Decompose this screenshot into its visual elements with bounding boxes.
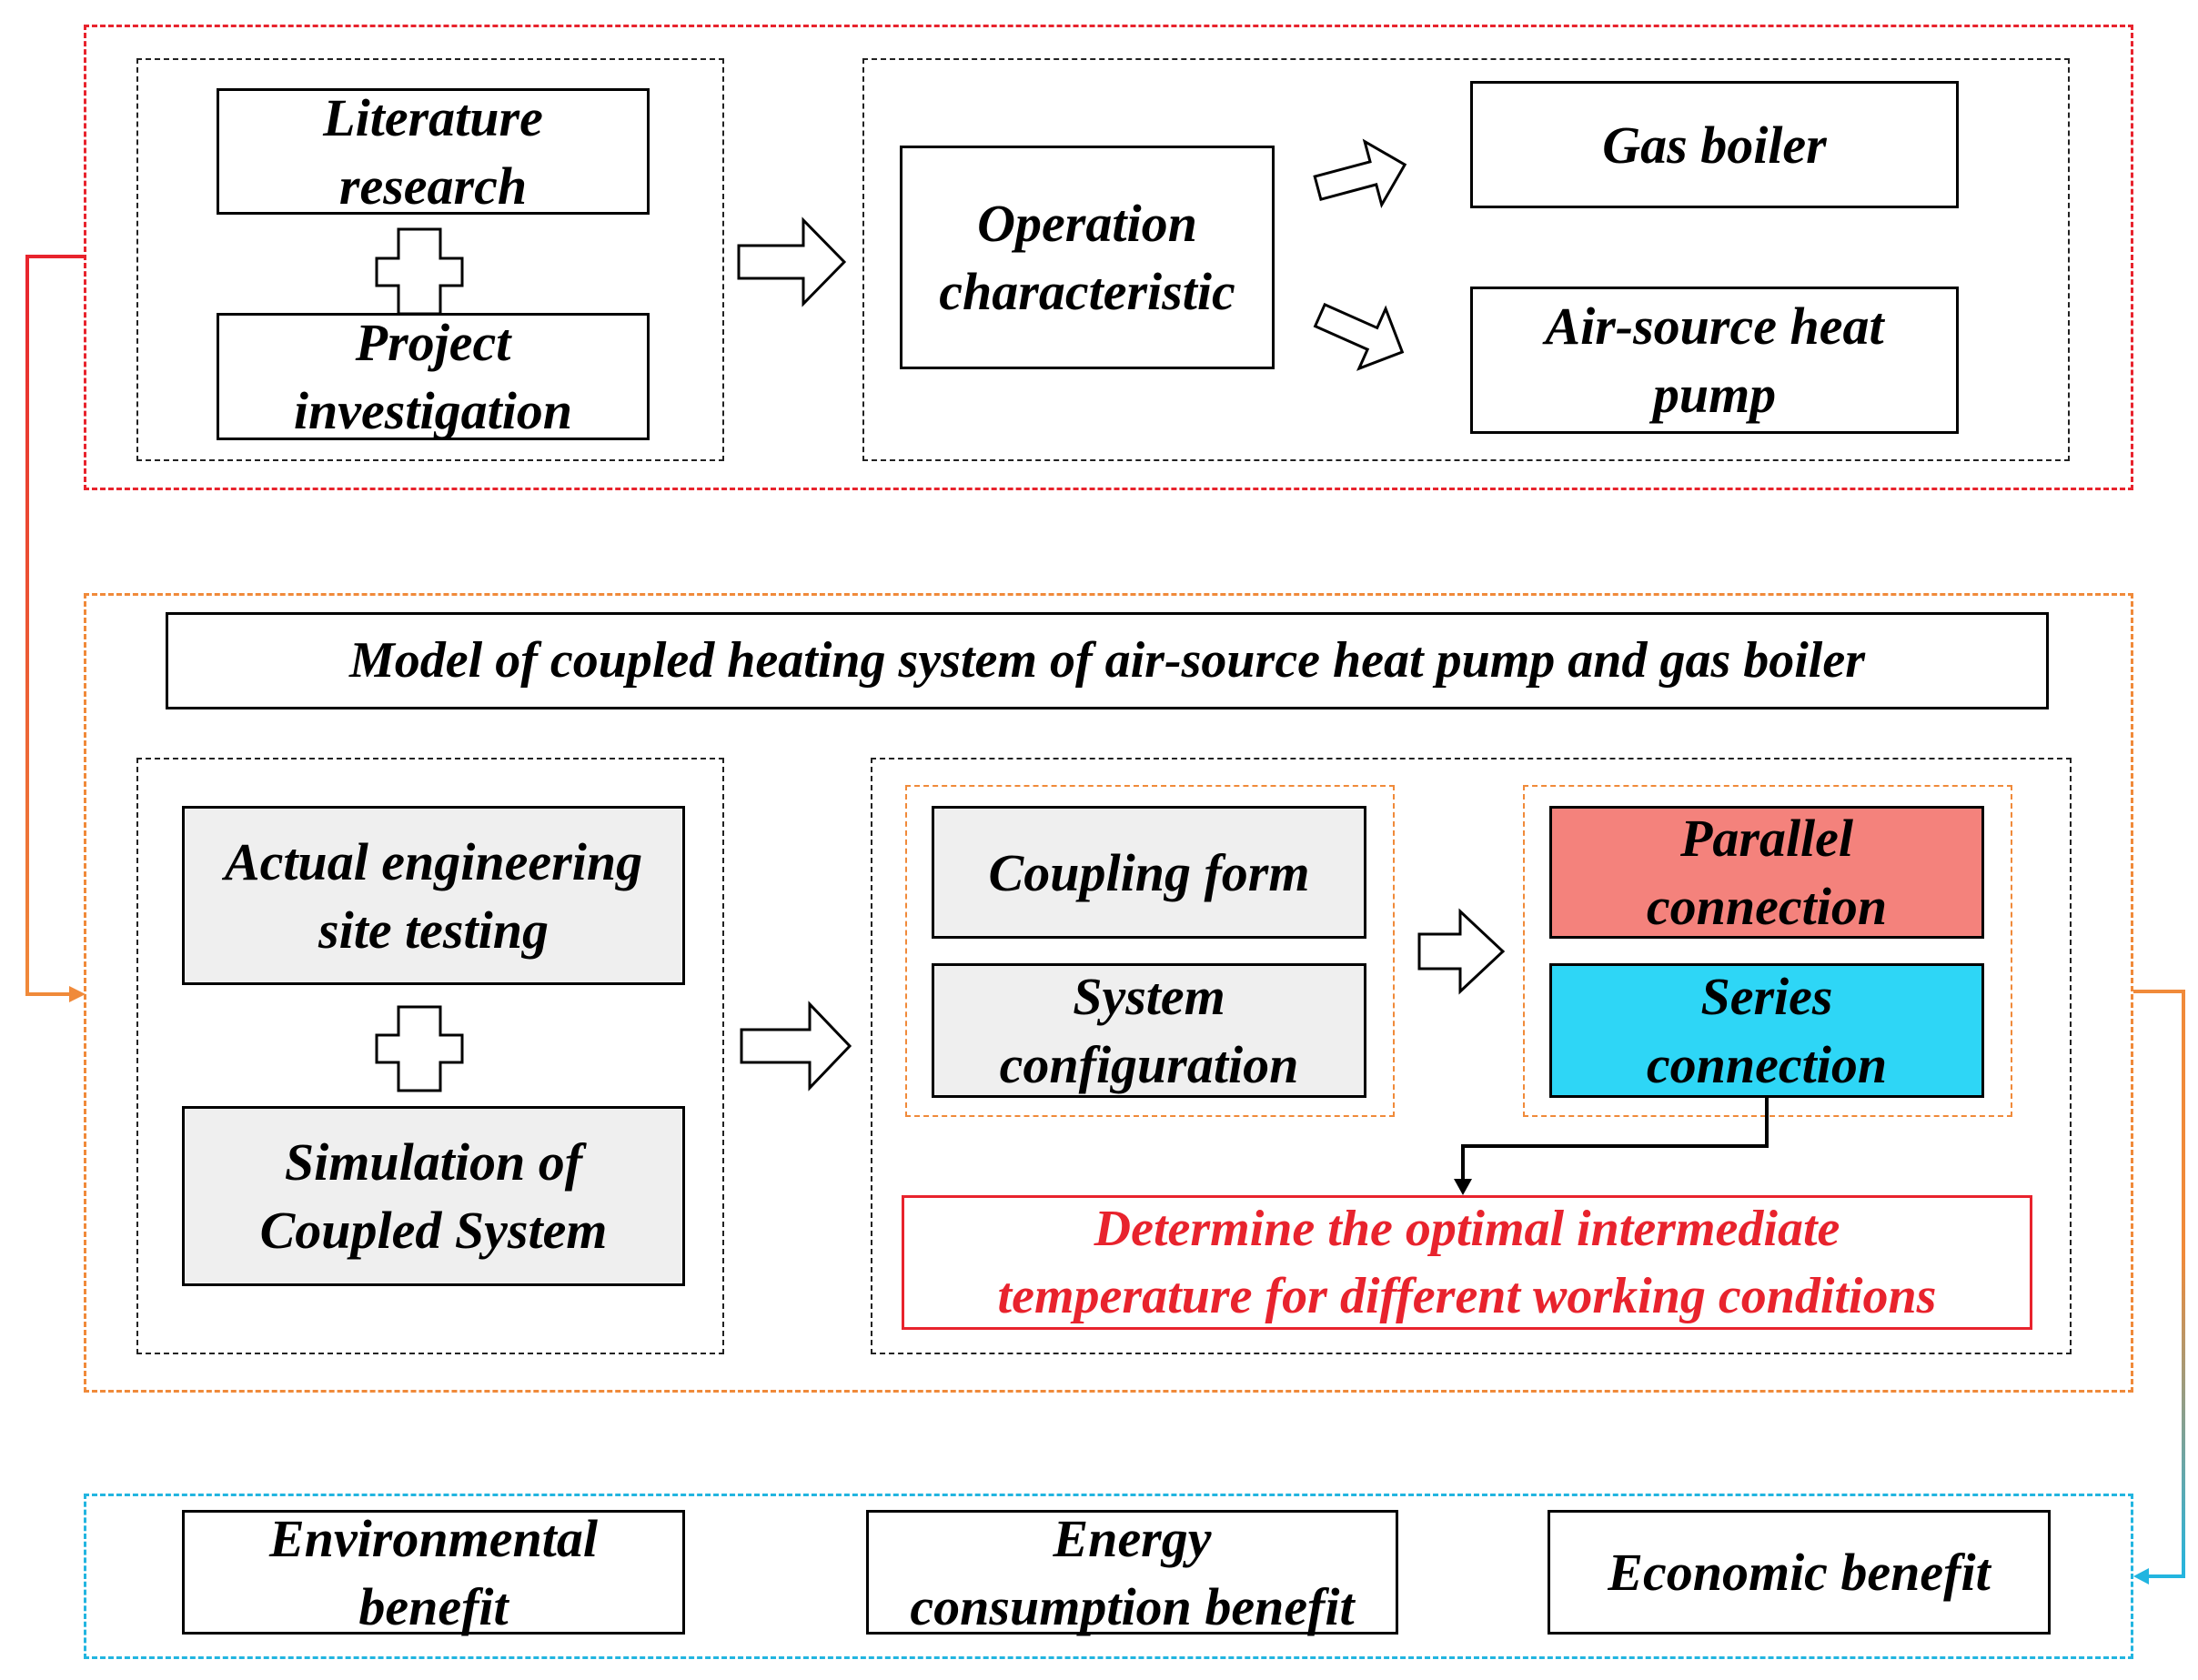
- coupling-analysis-group: [871, 758, 2072, 1354]
- simulation-box: Simulation of Coupled System: [182, 1106, 685, 1286]
- model-title-box: Model of coupled heating system of air-s…: [166, 612, 2049, 709]
- literature-research-box: Literature research: [217, 88, 650, 216]
- optimal-temperature-box: Determine the optimal intermediate tempe…: [902, 1195, 2032, 1330]
- project-investigation-box: Project investigation: [217, 313, 650, 440]
- research-section-frame: [84, 25, 2133, 490]
- economic-benefit-box: Economic benefit: [1548, 1510, 2051, 1635]
- left-section-connector: [25, 255, 84, 996]
- energy-consumption-benefit-box: Energy consumption benefit: [866, 1509, 1398, 1636]
- system-configuration-box: System configuration: [932, 963, 1366, 1098]
- parallel-connection-box: Parallel connection: [1549, 806, 1984, 939]
- testing-simulation-group: [136, 758, 724, 1354]
- right-section-connector: [2133, 990, 2185, 1578]
- air-source-heat-pump-box: Air-source heat pump: [1470, 287, 1959, 434]
- benefits-section-frame: [84, 1494, 2133, 1659]
- site-testing-box: Actual engineering site testing: [182, 806, 685, 985]
- operation-group: [862, 58, 2070, 461]
- right-connector-arrowhead: [2133, 1568, 2149, 1584]
- coupling-form-box: Coupling form: [932, 806, 1366, 939]
- research-methods-group: [136, 58, 724, 461]
- series-connection-box: Series connection: [1549, 963, 1984, 1098]
- coupling-options-group: [905, 785, 1395, 1117]
- gas-boiler-box: Gas boiler: [1470, 81, 1959, 208]
- operation-characteristic-box: Operation characteristic: [900, 146, 1275, 369]
- environmental-benefit-box: Environmental benefit: [182, 1509, 685, 1636]
